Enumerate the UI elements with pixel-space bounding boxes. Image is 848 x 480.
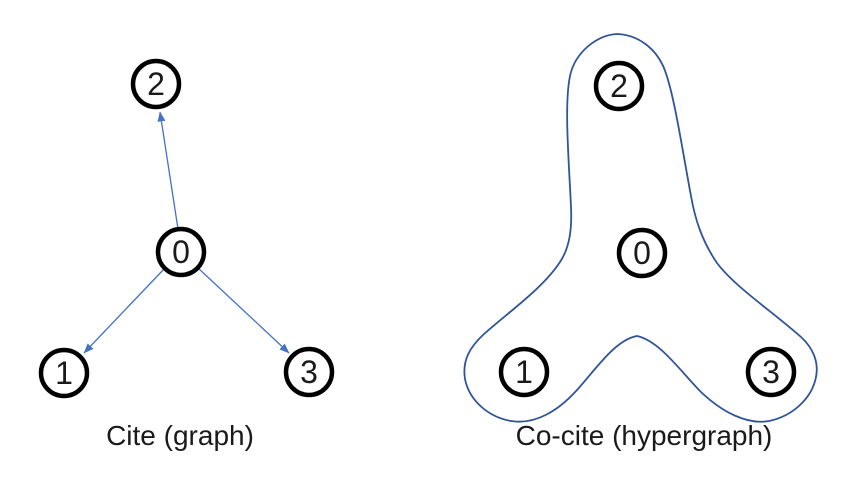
node-circle bbox=[130, 58, 182, 110]
node-label: 0 bbox=[172, 234, 190, 270]
cocite-hypergraph-caption: Co-cite (hypergraph) bbox=[515, 420, 773, 451]
hypergraph-node-1: 1 bbox=[498, 346, 550, 398]
graph-node-0: 0 bbox=[155, 226, 207, 278]
hypergraph-node-2: 2 bbox=[593, 60, 645, 112]
node-circle bbox=[616, 227, 668, 279]
node-circle bbox=[283, 346, 335, 398]
node-circle bbox=[745, 346, 797, 398]
graph-node-1: 1 bbox=[38, 347, 90, 399]
hypergraph-node-3: 3 bbox=[745, 346, 797, 398]
hypergraph-node-0: 0 bbox=[616, 227, 668, 279]
edge-arrow-0-to-2 bbox=[157, 111, 179, 230]
edge-arrow-0-to-1 bbox=[83, 267, 166, 354]
edge-arrow-0-to-3 bbox=[196, 266, 290, 354]
node-label: 2 bbox=[610, 68, 628, 104]
node-label: 1 bbox=[515, 354, 533, 390]
node-label: 3 bbox=[300, 354, 318, 390]
hyperedge-outline bbox=[463, 33, 818, 423]
node-label: 3 bbox=[762, 354, 780, 390]
cite-graph-caption: Cite (graph) bbox=[106, 420, 254, 451]
graph-node-2: 2 bbox=[130, 58, 182, 110]
cocite-hypergraph-diagram: 2 0 1 3 bbox=[463, 33, 818, 423]
node-circle bbox=[498, 346, 550, 398]
graph-node-3: 3 bbox=[283, 346, 335, 398]
node-circle bbox=[38, 347, 90, 399]
node-label: 2 bbox=[147, 66, 165, 102]
node-label: 0 bbox=[633, 235, 651, 271]
node-circle bbox=[155, 226, 207, 278]
node-label: 1 bbox=[55, 355, 73, 391]
node-circle bbox=[593, 60, 645, 112]
cite-graph-diagram: 2 0 1 3 bbox=[38, 58, 335, 399]
